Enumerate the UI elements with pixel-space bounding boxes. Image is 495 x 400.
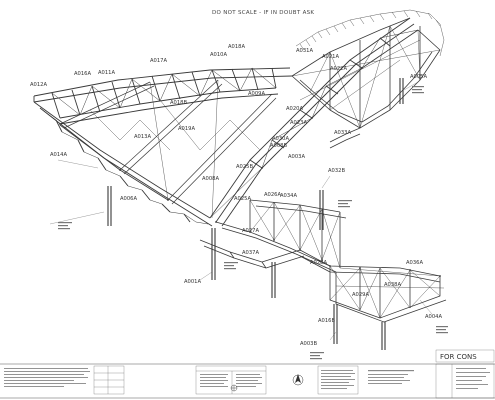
member-label: A008A [202,176,219,182]
member-label: A016B [318,318,335,324]
member-label: A014A [50,152,67,158]
title-block: FOR CONS [0,349,495,399]
sheet-info-marks [456,368,490,389]
member-label: A022A [330,66,347,72]
member-label: A013A [134,134,151,140]
member-label: A005A [410,74,427,80]
member-label: A003A [288,154,305,160]
member-label: A025B [236,164,253,170]
references-text-marks [200,374,262,387]
member-label: A019A [178,126,195,132]
company-block-marks [368,370,414,384]
member-label: A020A [286,106,303,112]
member-label: A017A [150,58,167,64]
north-symbol [292,374,304,386]
diagonal-rafters [59,79,277,219]
member-label: A016A [74,71,91,77]
member-label: A004A [425,314,442,320]
member-label: A003B [300,341,317,347]
member-label: A001A [184,279,201,285]
member-label: A018B [170,100,187,106]
member-label: A031A [296,48,313,54]
member-label: A012A [30,82,47,88]
member-label: A009A [248,91,265,97]
sheet-info-box [435,349,495,399]
member-label: A034A [280,193,297,199]
copyright-box [317,365,359,395]
upper-right-wing [291,17,441,149]
member-label: A029A [352,292,369,298]
references-table [195,365,267,395]
status-stamp: FOR CONS [440,353,477,361]
member-label: A030A [272,136,289,142]
columns [107,78,404,350]
member-labels: A001A A003A A003B A004A A005A A006A A008… [30,44,442,347]
bolt-markers [59,67,441,277]
copyright-text-marks [321,370,355,389]
member-label: A032B [328,168,345,174]
label-leaders [49,81,433,341]
member-label: A006A [120,196,137,202]
steel-frame [33,9,447,350]
member-label: A026A [264,192,281,198]
do-not-scale-note: DO NOT SCALE - IF IN DOUBT ASK [212,10,314,16]
member-label: A025A [234,196,251,202]
member-label: A037A [242,250,259,256]
masonry-wall-hatch [295,9,445,57]
member-label: A033A [334,130,351,136]
member-label: A028A [310,260,327,266]
lower-walkway [199,199,447,323]
member-label: A023A [290,120,307,126]
member-label: A008B [270,143,287,149]
base-plate-note-marks [58,86,448,360]
member-label: A038A [384,282,401,288]
legend-symbols [230,384,238,392]
revision-table [93,365,125,395]
member-label: A036A [406,260,423,266]
general-notes [4,368,90,387]
member-label: A010A [210,52,227,58]
member-label: A021A [322,54,339,60]
member-label: A018A [228,44,245,50]
member-label: A011A [98,70,115,76]
member-label: A027A [242,228,259,234]
